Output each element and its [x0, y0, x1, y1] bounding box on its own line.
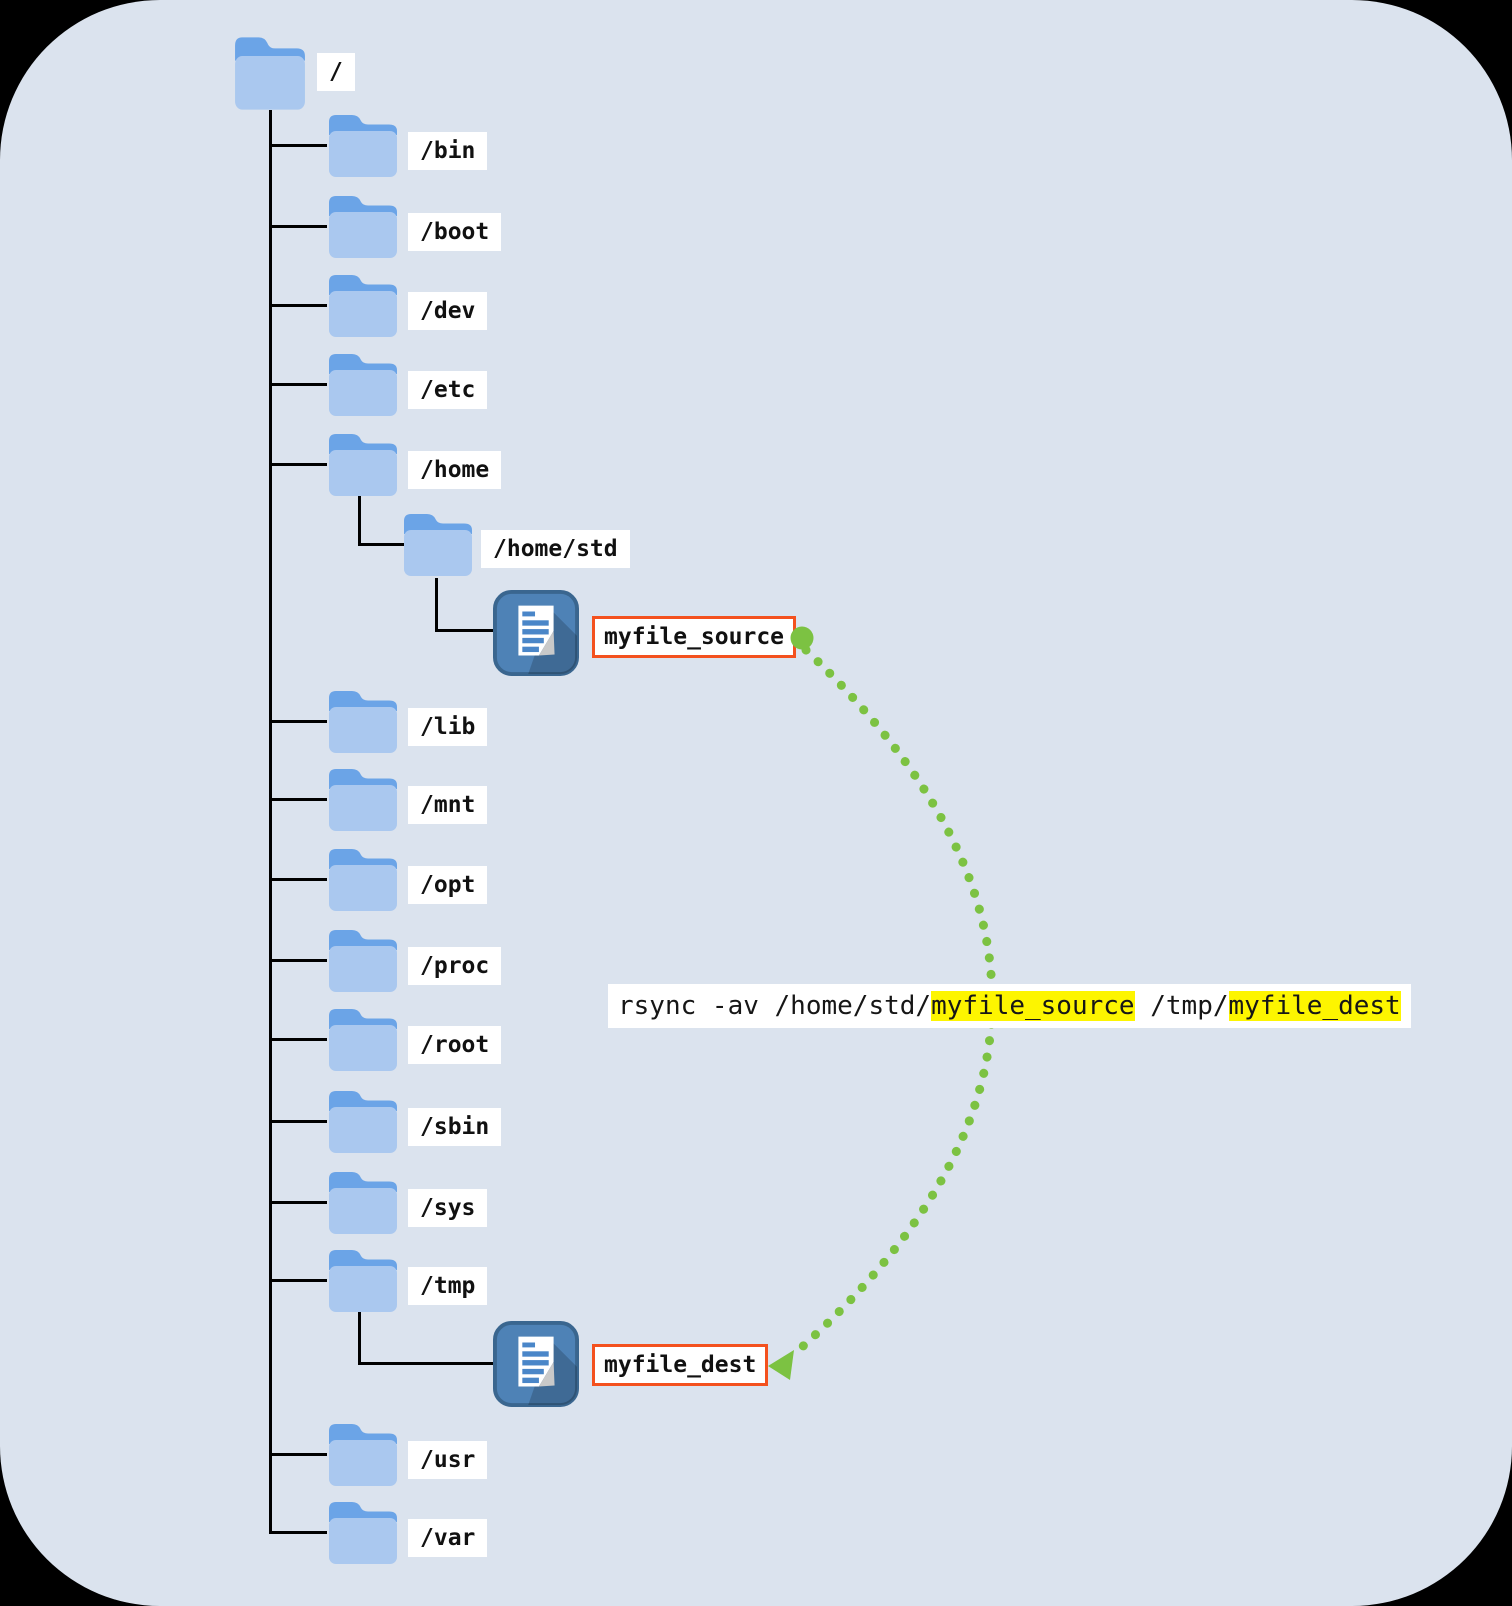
tree-branch-line: [358, 543, 404, 546]
tree-branch-line: [269, 1120, 327, 1123]
folder-icon: [329, 196, 397, 258]
folder-icon: [329, 1502, 397, 1564]
tree-branch-line: [269, 1453, 327, 1456]
root-label: /: [317, 53, 355, 91]
folder-icon: [329, 930, 397, 992]
command-text: rsync -av /home/std/: [618, 991, 932, 1021]
folder-icon: [329, 1009, 397, 1071]
folder-icon: [329, 1424, 397, 1486]
command-text: /tmp/: [1134, 991, 1229, 1021]
tree-trunk-line: [269, 110, 272, 1534]
tree-branch-line: [269, 1038, 327, 1041]
folder-label: /mnt: [408, 786, 488, 824]
dest-file-label: myfile_dest: [592, 1344, 769, 1386]
folder-icon: [329, 1250, 397, 1312]
folder-label: /etc: [408, 371, 488, 409]
folder-icon: [329, 434, 397, 496]
folder-label: /boot: [408, 213, 502, 251]
tree-branch-line: [269, 720, 327, 723]
folder-label: /home: [408, 451, 502, 489]
command-highlight-source: myfile_source: [931, 991, 1135, 1021]
folder-label: /lib: [408, 708, 488, 746]
tree-branch-line: [269, 383, 327, 386]
dest-arrowhead: [768, 1350, 794, 1380]
tree-branch-line: [269, 304, 327, 307]
source-file-label: myfile_source: [592, 616, 797, 658]
folder-icon: [329, 275, 397, 337]
tree-branch-line: [269, 1201, 327, 1204]
folder-label: /sys: [408, 1189, 488, 1227]
tree-branch-line: [269, 225, 327, 228]
folder-icon: [329, 115, 397, 177]
tree-branch-line: [269, 1279, 327, 1282]
folder-label: /opt: [408, 866, 488, 904]
tree-branch-line: [435, 578, 438, 632]
command-highlight-dest: myfile_dest: [1228, 991, 1401, 1021]
tree-branch-line: [269, 1531, 327, 1534]
folder-label: /sbin: [408, 1108, 502, 1146]
folder-label: /bin: [408, 132, 488, 170]
tree-branch-line: [269, 144, 327, 147]
folder-icon: [329, 691, 397, 753]
tree-branch-line: [269, 878, 327, 881]
tree-branch-line: [435, 629, 493, 632]
rsync-command: rsync -av /home/std/myfile_source /tmp/m…: [608, 984, 1411, 1028]
folder-label: /tmp: [408, 1267, 488, 1305]
folder-icon: [329, 1172, 397, 1234]
folder-icon: [329, 1091, 397, 1153]
folder-label: /usr: [408, 1441, 488, 1479]
folder-label: /proc: [408, 947, 502, 985]
folder-icon: [235, 37, 305, 110]
document-icon: [493, 1321, 579, 1407]
tree-branch-line: [269, 959, 327, 962]
tree-branch-line: [269, 798, 327, 801]
document-icon: [493, 590, 579, 676]
folder-icon: [329, 354, 397, 416]
folder-label: /dev: [408, 292, 488, 330]
folder-icon: [329, 769, 397, 831]
tree-branch-line: [358, 496, 361, 546]
folder-label: /var: [408, 1519, 488, 1557]
tree-branch-line: [358, 1312, 361, 1365]
tree-branch-line: [358, 1362, 493, 1365]
subdir-label: /home/std: [481, 530, 630, 568]
tree-branch-line: [269, 463, 327, 466]
folder-label: /root: [408, 1026, 502, 1064]
folder-icon: [404, 514, 472, 576]
folder-icon: [329, 849, 397, 911]
